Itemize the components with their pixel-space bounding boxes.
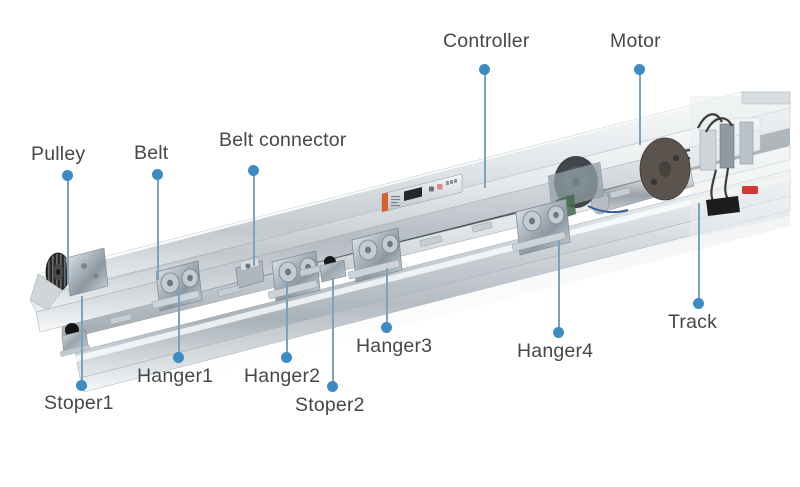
leader-line-track (698, 203, 700, 300)
leader-line-hanger2 (286, 283, 288, 354)
hanger4-base-plate (511, 231, 566, 252)
callout-dot-motor[interactable] (634, 64, 645, 75)
callout-label-hanger1: Hanger1 (137, 365, 214, 387)
callout-label-hanger4: Hanger4 (517, 340, 594, 362)
callout-dot-hanger4[interactable] (553, 327, 564, 338)
leader-line-belt (157, 175, 159, 280)
controller-accent-stripe (382, 192, 388, 212)
leader-line-belt-connector (253, 171, 255, 266)
leader-line-hanger1 (178, 291, 180, 354)
track-left-endcap (29, 273, 63, 311)
hanger1-roller-2-hub (187, 274, 193, 282)
hanger2-roller-1-hub (285, 268, 291, 276)
callout-dot-belt-connector[interactable] (248, 165, 259, 176)
callout-dot-stoper1[interactable] (76, 380, 87, 391)
hanger3-base-plate (347, 259, 400, 280)
pulley-bracket-bolt-1 (81, 263, 87, 269)
terminal-block-1 (699, 129, 717, 171)
callout-dot-track[interactable] (693, 298, 704, 309)
pulley-bracket-bolt-2 (93, 273, 99, 279)
controller-printed-text (391, 196, 400, 207)
hanger1-assembly (151, 260, 203, 312)
motor-bolt-2 (672, 154, 680, 162)
terminal-block-3 (739, 121, 754, 165)
callout-dot-belt[interactable] (152, 169, 163, 180)
callout-label-pulley: Pulley (31, 143, 86, 165)
controller-display (404, 187, 422, 201)
track-top-highlight (38, 92, 746, 276)
callout-dot-pulley[interactable] (62, 170, 73, 181)
connector-plug (706, 196, 740, 216)
hanger2-base-plate (267, 280, 318, 299)
leader-line-hanger3 (386, 268, 388, 324)
callout-dot-hanger3[interactable] (381, 322, 392, 333)
callout-label-motor: Motor (610, 30, 661, 52)
hanger4-roller-2-hub (553, 211, 559, 219)
controller-button-red (437, 184, 443, 190)
leader-line-motor (639, 70, 641, 145)
callout-dot-hanger2[interactable] (281, 352, 292, 363)
leader-line-stoper2 (332, 278, 334, 383)
callout-dot-hanger1[interactable] (173, 352, 184, 363)
callout-label-belt: Belt (134, 142, 169, 164)
controller-button-grey (429, 186, 434, 192)
belt-connector-bolt (245, 263, 251, 269)
callout-label-hanger2: Hanger2 (244, 365, 321, 387)
hanger4-roller-1-hub (529, 217, 535, 225)
leader-line-hanger4 (558, 240, 560, 329)
hanger3-roller-2-hub (387, 240, 393, 248)
hanger3-roller-1-hub (365, 246, 371, 254)
motor-shaft-hub (659, 161, 671, 177)
leader-line-controller (484, 70, 486, 188)
pulley-axle (56, 269, 60, 275)
leader-line-stoper1 (81, 296, 83, 382)
callout-dot-controller[interactable] (479, 64, 490, 75)
controller-dip-switches (446, 179, 457, 185)
hanger4-assembly (511, 198, 571, 256)
hanger1-roller-1-hub (167, 279, 173, 287)
red-switch (742, 186, 758, 194)
hanger1-base-plate (151, 290, 200, 309)
hanger3-assembly (347, 227, 403, 283)
callout-label-hanger3: Hanger3 (356, 335, 433, 357)
end-cap-top (741, 91, 791, 105)
callout-label-belt-connector: Belt connector (219, 129, 347, 151)
callout-dot-stoper2[interactable] (327, 381, 338, 392)
mounting-brackets (109, 187, 631, 325)
drive-tube-highlight (75, 174, 790, 362)
pulley-bracket (65, 247, 109, 297)
blue-wire (587, 205, 629, 214)
callout-label-track: Track (668, 311, 718, 333)
leader-line-pulley (67, 176, 69, 284)
stoper1-plate (59, 344, 91, 357)
callout-label-stoper2: Stoper2 (295, 394, 365, 416)
stoper2-bracket (319, 259, 347, 283)
motor-bolt-1 (650, 178, 658, 186)
callout-label-controller: Controller (443, 30, 530, 52)
callout-label-stoper1: Stoper1 (44, 392, 114, 414)
assembly-shadow (84, 210, 790, 408)
terminal-block-2 (719, 123, 735, 169)
